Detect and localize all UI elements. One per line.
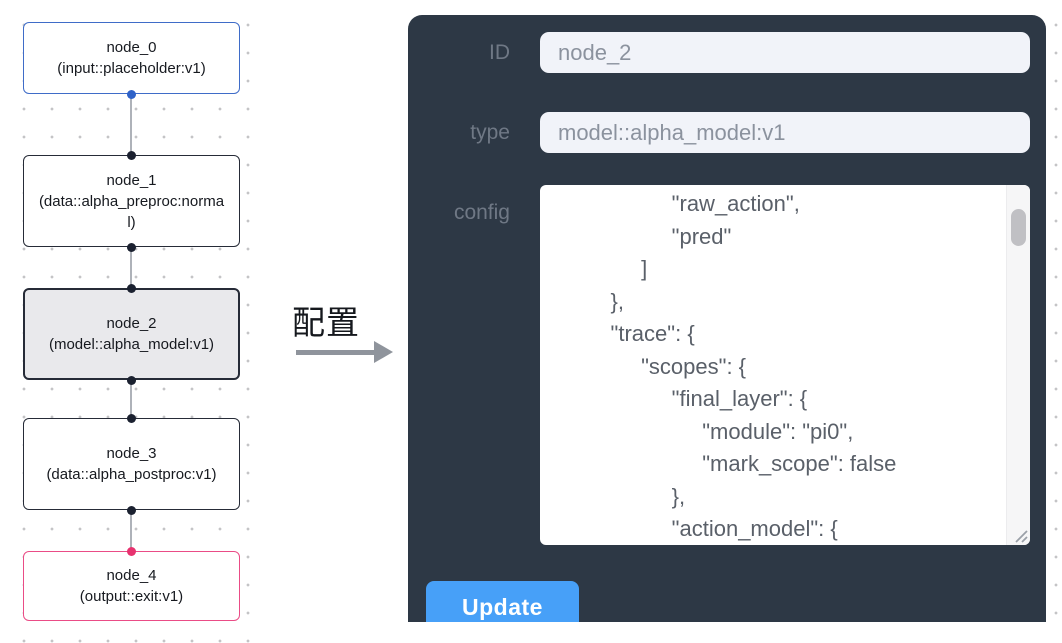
flow-node-node_2[interactable]: node_2 (model::alpha_model:v1): [23, 288, 240, 380]
config-json-text[interactable]: "raw_action", "pred" ] }, "trace": { "sc…: [610, 191, 897, 541]
node_1-input-port[interactable]: [127, 150, 136, 160]
configure-annotation: 配置: [292, 304, 360, 341]
node-label: node_3 (data::alpha_postproc:v1): [46, 445, 217, 483]
node_4-input-port[interactable]: [127, 546, 136, 556]
flow-node-node_4[interactable]: node_4 (output::exit:v1): [23, 551, 240, 621]
flow-node-node_3[interactable]: node_3 (data::alpha_postproc:v1): [23, 418, 240, 510]
id-field-label: ID: [489, 41, 510, 64]
node_2-output-port[interactable]: [127, 375, 136, 385]
node-label: node_4 (output::exit:v1): [79, 567, 184, 605]
type-field-label: type: [470, 121, 510, 144]
flow-canvas[interactable]: node_0 (input::placeholder:v1) node_1 (d…: [0, 0, 270, 643]
config-panel: ID type config "raw_action", "pred" ] },…: [408, 15, 1046, 622]
node_1-output-port[interactable]: [127, 242, 136, 252]
type-input[interactable]: [540, 112, 1030, 153]
config-textarea[interactable]: "raw_action", "pred" ] }, "trace": { "sc…: [540, 185, 1030, 545]
edge-node2-node3: [130, 380, 132, 418]
config-scrollbar-thumb[interactable]: [1011, 209, 1026, 246]
node-label: node_1 (data::alpha_preproc:normal): [38, 171, 225, 231]
node-label: node_0 (input::placeholder:v1): [57, 39, 206, 77]
node_3-output-port[interactable]: [127, 505, 136, 515]
arrow-right-icon: [296, 350, 376, 355]
config-field-label: config: [453, 201, 510, 224]
node_2-input-port[interactable]: [127, 283, 136, 293]
update-button[interactable]: Update: [426, 581, 579, 622]
node_0-output-port[interactable]: [127, 89, 136, 99]
id-input[interactable]: [540, 32, 1030, 73]
edge-node0-node1: [130, 94, 132, 155]
node-label: node_2 (model::alpha_model:v1): [48, 315, 215, 353]
flow-node-node_1[interactable]: node_1 (data::alpha_preproc:normal): [23, 155, 240, 247]
node_3-input-port[interactable]: [127, 413, 136, 423]
textarea-resize-handle-icon[interactable]: [1012, 527, 1028, 543]
edge-node1-node2: [130, 247, 132, 288]
config-scrollbar-track[interactable]: [1006, 185, 1030, 545]
flow-node-node_0[interactable]: node_0 (input::placeholder:v1): [23, 22, 240, 94]
edge-node3-node4: [130, 510, 132, 551]
